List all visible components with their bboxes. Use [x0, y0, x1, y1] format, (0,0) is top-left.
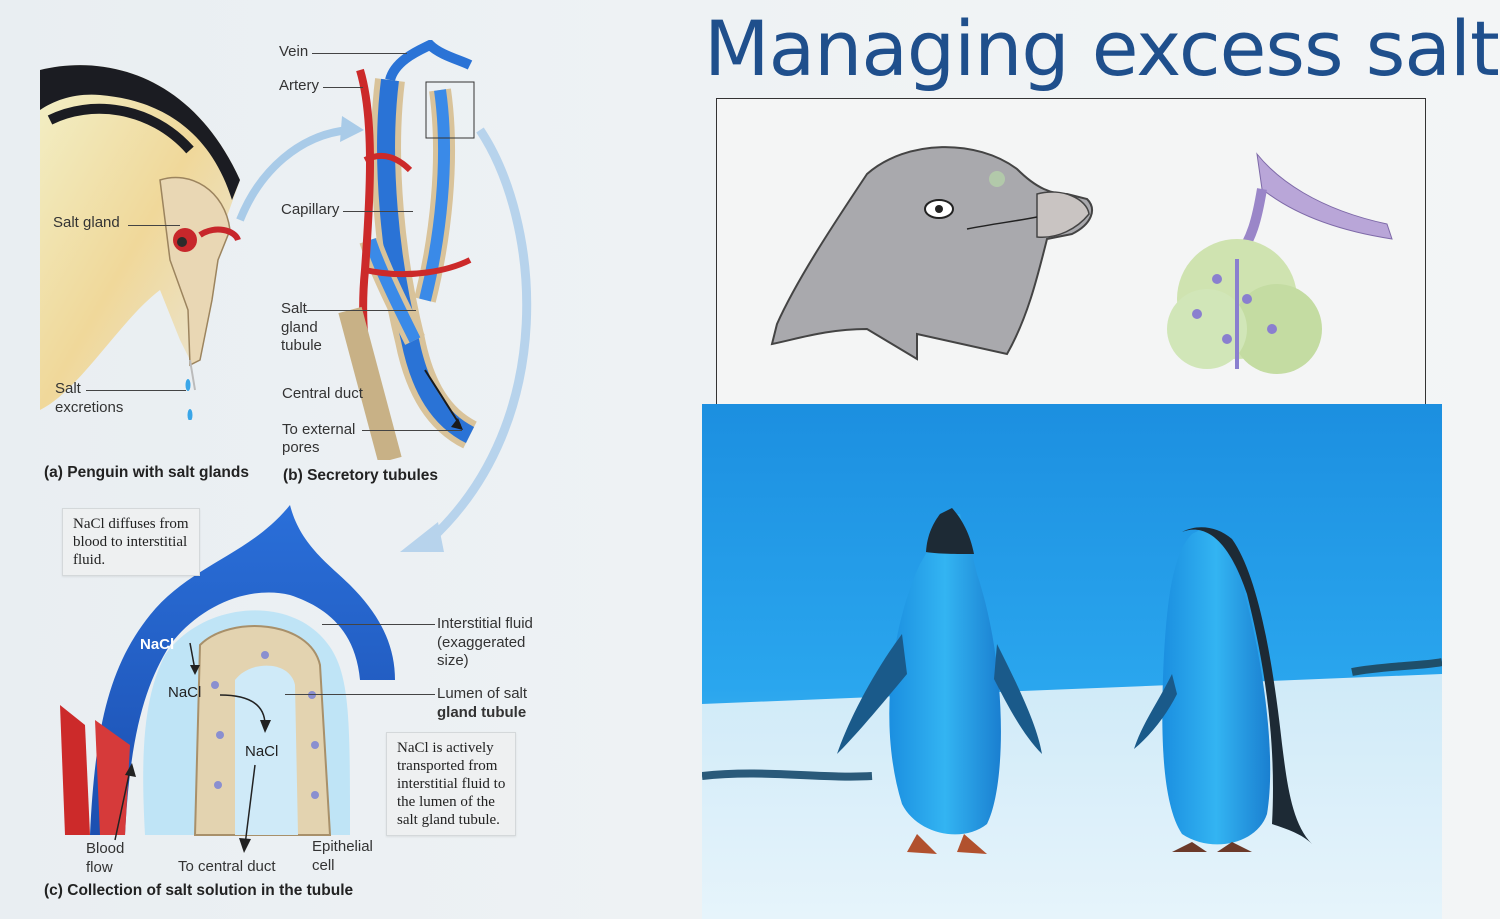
panel-a-caption: (a) Penguin with salt glands	[44, 464, 249, 481]
artery-label: Artery	[279, 77, 320, 94]
external-pores-label-1: To external	[282, 421, 356, 438]
salt-gland-tubule-label-2: gland	[281, 319, 318, 336]
epithelial-label-1: Epithelial	[312, 838, 373, 855]
salt-gland-tubule-label-3: tubule	[281, 337, 322, 354]
external-pores-label-2: pores	[282, 439, 320, 456]
nacl-label-blood: NaCl	[140, 636, 175, 653]
vein-leader	[312, 53, 407, 54]
external-pores-leader	[362, 430, 462, 431]
note-bottom-line-5: salt gland tubule.	[397, 812, 500, 828]
panel-c-caption: (c) Collection of salt solution in the t…	[44, 882, 354, 899]
blood-flow-label-2: flow	[86, 859, 113, 876]
note-top-line-1: NaCl diffuses from	[73, 516, 189, 532]
note-bottom-line-3: interstitial fluid to	[397, 776, 506, 792]
capillary-leader	[343, 211, 413, 212]
salt-excretions-label-1: Salt	[55, 380, 81, 397]
salt-gland-tubule-leader	[306, 310, 416, 311]
tubule-cross-section	[50, 505, 410, 865]
artery-leader	[323, 87, 363, 88]
salt-excretions-label-2: excretions	[55, 399, 124, 416]
zoom-arrow-b-to-c	[390, 120, 550, 560]
interstitial-label-2: (exaggerated	[437, 634, 526, 651]
salt-gland-tubule-label-1: Salt	[281, 300, 307, 317]
slide-title: Managing excess salt	[704, 4, 1500, 93]
vein-label: Vein	[279, 43, 309, 60]
interstitial-leader	[322, 624, 435, 625]
note-top-line-3: fluid.	[73, 552, 106, 568]
salt-excretions-leader	[86, 390, 186, 391]
note-nacl-diffuses: NaCl diffuses from blood to interstitial…	[62, 508, 200, 576]
nacl-label-interstitial: NaCl	[168, 684, 202, 701]
nacl-label-lumen: NaCl	[245, 743, 279, 760]
note-bottom-line-1: NaCl is actively	[397, 740, 494, 756]
penguin-head-illustration	[40, 60, 250, 420]
lumen-label-2: gland tubule	[437, 704, 527, 721]
to-central-duct-label: To central duct	[178, 858, 276, 875]
epithelial-label-2: cell	[312, 857, 335, 874]
zoom-arrow-a-to-b	[230, 110, 370, 230]
blood-flow-label-1: Blood	[86, 840, 125, 857]
penguins-photo	[702, 404, 1442, 919]
note-top-line-2: blood to interstitial	[73, 534, 188, 550]
salt-gland-leader	[128, 225, 180, 226]
note-bottom-line-2: transported from	[397, 758, 498, 774]
salt-gland-label: Salt gland	[53, 214, 120, 231]
interstitial-label-3: size)	[437, 652, 469, 669]
panel-b-caption: (b) Secretory tubules	[283, 467, 439, 484]
central-duct-label: Central duct	[282, 385, 363, 402]
note-nacl-actively-transported: NaCl is actively transported from inters…	[386, 732, 517, 836]
salt-gland-sketch-panel	[716, 98, 1426, 412]
interstitial-label-1: Interstitial fluid	[437, 615, 533, 632]
lumen-leader	[285, 694, 435, 695]
capillary-label: Capillary	[281, 201, 340, 218]
note-bottom-line-4: the lumen of the	[397, 794, 495, 810]
lumen-label-1: Lumen of salt	[437, 685, 528, 702]
